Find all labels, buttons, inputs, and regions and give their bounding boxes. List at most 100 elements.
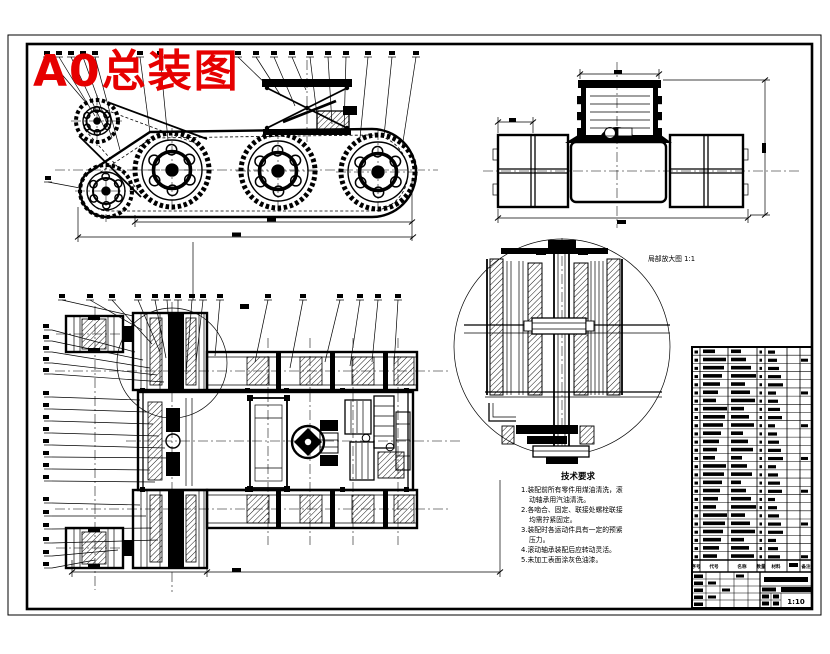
dim-tick [655, 71, 663, 77]
part-leader [43, 559, 96, 569]
cell-text-blob [703, 447, 717, 452]
part-leader-line [401, 56, 417, 149]
cell-text-blob [703, 423, 723, 427]
cell-text-blob [801, 522, 808, 526]
part-leader-line [51, 351, 151, 369]
part-leader [393, 294, 402, 367]
cell-text-blob [768, 391, 776, 395]
dim-tick [203, 569, 211, 575]
part-leader [43, 357, 158, 376]
cell-text-blob [703, 480, 722, 485]
part-leader [43, 537, 159, 544]
sprocket-wheel-circle [354, 156, 367, 169]
cell-text-blob [703, 406, 727, 411]
balloon-number-blob [80, 51, 86, 55]
sprocket-wheel-circle [183, 153, 196, 166]
dim-tick [494, 119, 502, 125]
sprocket-wheel-circle [254, 175, 267, 188]
cell-text-blob [768, 358, 777, 362]
part-leader [43, 346, 151, 369]
part-leader [43, 368, 165, 383]
part-leader-line [82, 56, 113, 139]
sprocket-wheel [236, 129, 320, 213]
front-idler-circle [89, 179, 98, 189]
inner-border [25, 42, 814, 611]
front-idler-circle [101, 172, 111, 182]
bellows-fold [653, 104, 658, 113]
sprocket-wheel-circle [272, 185, 285, 198]
part-leader [86, 294, 143, 331]
part-leader [134, 294, 161, 353]
sheet-border [7, 34, 822, 616]
part-leader [43, 324, 136, 353]
balloon-number-blob [43, 475, 49, 479]
part-leader-line [383, 56, 393, 137]
cell-text-blob [759, 489, 762, 493]
cell-text-blob [768, 399, 778, 403]
dim-text-blob [509, 118, 516, 122]
dim-tick [761, 77, 769, 83]
balloon-number-blob [217, 294, 223, 298]
cell-text-blob [731, 349, 741, 354]
cell-text-blob [731, 513, 745, 517]
cell-text-blob [768, 514, 779, 518]
detail-view-rect [501, 425, 515, 445]
bellows-fold [581, 88, 586, 97]
cell-text-blob [694, 383, 698, 387]
cell-text-blob [759, 350, 762, 354]
cell-text-blob [731, 521, 750, 526]
sprocket-wheel-circle [354, 176, 367, 189]
cell-text-blob [759, 481, 762, 485]
part-leader [44, 176, 81, 189]
lift-motor [316, 110, 350, 131]
balloon-number-blob [43, 335, 49, 339]
balloon-number-blob [343, 51, 349, 55]
cell-text-blob [768, 416, 782, 420]
part-leader [43, 335, 144, 361]
cell-text-blob [768, 497, 775, 502]
plan-view-rect [299, 356, 323, 386]
cell-text-blob [694, 456, 698, 460]
cell-text-blob [694, 473, 698, 477]
cell-text-blob [731, 439, 748, 444]
part-leader [79, 51, 113, 139]
part-leader-line [137, 299, 161, 353]
cell-text-blob [768, 375, 781, 379]
cell-text-blob [759, 465, 762, 469]
cell-text-blob [703, 349, 715, 354]
balloon-number-blob [43, 523, 49, 527]
part-leader [252, 51, 282, 97]
part-leader-line [359, 56, 369, 139]
balloon-number-blob [325, 51, 331, 55]
part-leader [43, 415, 154, 425]
part-leader-line [166, 299, 173, 364]
balloon-number-blob [137, 51, 143, 55]
plan-view-rect [166, 452, 180, 476]
balloon-number-blob [45, 176, 51, 180]
part-leader-line [51, 420, 154, 425]
cell-text-blob [768, 547, 778, 551]
part-leader [163, 294, 173, 364]
cell-text-blob [768, 522, 781, 526]
plan-view-rect [81, 318, 107, 350]
part-leader [324, 51, 333, 125]
cell-text-blob [768, 473, 778, 477]
part-leader-line [327, 56, 333, 125]
part-leader-line [255, 56, 282, 97]
cell-text-blob [703, 496, 718, 501]
plan-view-circle [361, 433, 371, 443]
balloon-number-blob [43, 463, 49, 467]
drawing-title: A0总装图 [33, 46, 240, 97]
cell-text-blob [768, 383, 783, 387]
part-leader-line [70, 56, 105, 128]
plan-view-circle [385, 442, 395, 452]
cell-text-blob [759, 375, 762, 379]
cell-text-blob [759, 440, 762, 444]
cell-text-blob [694, 514, 698, 518]
col-header-material: 材料 [770, 563, 781, 570]
plan-view-rect [320, 420, 338, 431]
cell-text-blob [703, 455, 715, 460]
cell-text-blob [759, 522, 762, 526]
balloon-number-blob [43, 391, 49, 395]
chain-sprocket [71, 95, 123, 147]
